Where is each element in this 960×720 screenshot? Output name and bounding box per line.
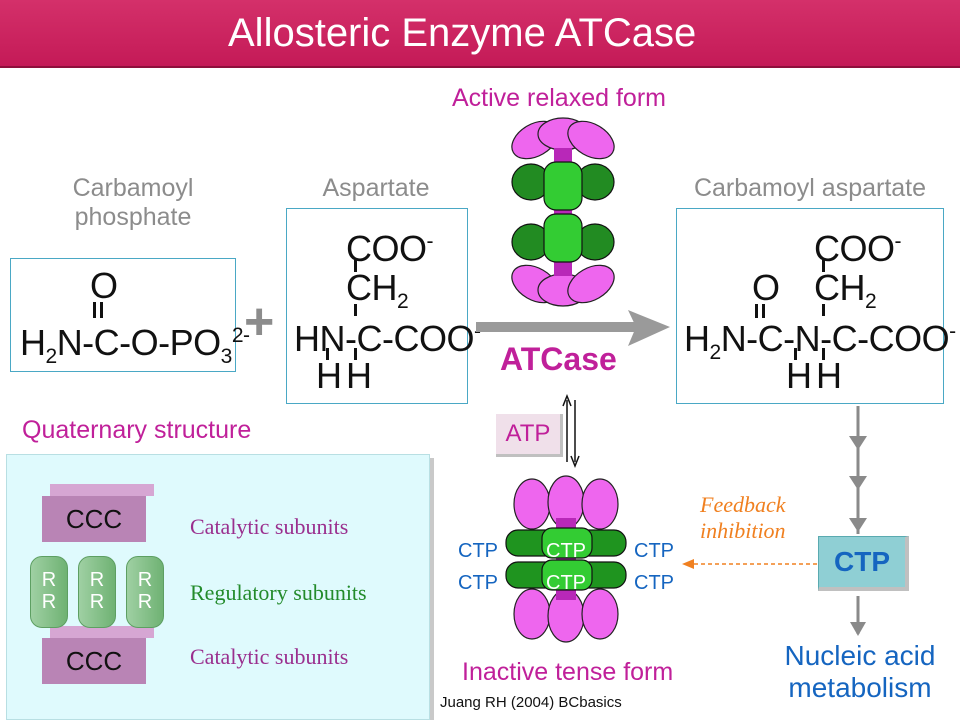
asp-main: HN-C-COO- xyxy=(294,318,481,359)
prod-bond xyxy=(822,348,825,360)
dashed-left-arrow-icon xyxy=(682,559,818,569)
cp-oxygen: O xyxy=(90,265,118,306)
prod-bond xyxy=(822,260,825,272)
ctp-label: CTP xyxy=(634,540,674,562)
credit-text: Juang RH (2004) BCbasics xyxy=(440,694,622,711)
catalytic-subunit xyxy=(567,120,615,160)
prod-h1: H xyxy=(786,355,812,396)
regulatory-subunit xyxy=(541,527,593,559)
nucleic-acid-metabolism-label: Nucleic acid metabolism xyxy=(784,640,936,703)
active-form-label: Active relaxed form xyxy=(452,84,666,112)
inactive-enzyme-illustration xyxy=(505,475,627,643)
asp-h1: H xyxy=(316,355,342,396)
plus-sign: + xyxy=(244,293,275,351)
prod-double-bond xyxy=(755,304,758,318)
catalytic-subunit xyxy=(581,588,619,640)
down-arrow-icon xyxy=(850,596,866,636)
asp-bond xyxy=(326,348,329,360)
catalytic-subunit xyxy=(513,588,551,640)
active-enzyme-illustration xyxy=(511,117,615,307)
catalytic-block-top: CCC xyxy=(42,496,146,542)
quaternary-structure-label: Quaternary structure xyxy=(22,416,252,444)
carbamoyl-aspartate-box xyxy=(676,208,944,404)
catalytic-subunit xyxy=(567,264,615,304)
catalytic-subunits-label: Catalytic subunits xyxy=(190,514,349,539)
regulatory-subunit xyxy=(543,213,583,263)
cp-double-bond xyxy=(93,302,96,318)
cp-formula: H2N-C-O-PO32- xyxy=(20,322,250,369)
asp-coo: COO- xyxy=(346,228,434,269)
regulatory-subunit xyxy=(543,161,583,211)
feedback-inhibition-label: Feedback inhibition xyxy=(700,492,786,543)
catalytic-subunit xyxy=(513,478,551,530)
down-arrow-icon xyxy=(849,406,867,534)
prod-oxygen: O xyxy=(752,267,780,308)
catalytic-subunit xyxy=(581,478,619,530)
ctp-label: CTP xyxy=(458,540,498,562)
up-down-arrows-icon xyxy=(562,394,580,469)
asp-bond xyxy=(354,348,357,360)
ctp-label: CTP xyxy=(458,572,498,594)
ccc-block-top xyxy=(50,484,154,496)
atcase-label: ATCase xyxy=(500,341,617,377)
aspartate-label: Aspartate xyxy=(322,174,430,202)
ctp-bound-label: CTP xyxy=(546,540,586,562)
asp-h2: H xyxy=(346,355,372,396)
regulatory-subunits-label: Regulatory subunits xyxy=(190,580,367,605)
carbamoyl-phosphate-box xyxy=(10,258,236,372)
prod-main: H2N-C-N-C-COO- xyxy=(684,318,956,365)
prod-bond xyxy=(822,304,825,316)
prod-ch2: CH2 xyxy=(814,267,877,314)
page-title: Allosteric Enzyme ATCase xyxy=(228,11,697,55)
inactive-form-label: Inactive tense form xyxy=(462,658,674,686)
prod-h2: H xyxy=(816,355,842,396)
asp-bond xyxy=(354,260,357,272)
ccc-block-top xyxy=(50,626,154,638)
title-bar xyxy=(0,0,960,68)
carbamoyl-aspartate-label: Carbamoyl aspartate xyxy=(693,174,927,202)
prod-bond xyxy=(794,348,797,360)
aspartate-box xyxy=(286,208,468,404)
carbamoyl-phosphate-label: Carbamoyl phosphate xyxy=(72,174,194,231)
asp-ch2: CH2 xyxy=(346,267,409,314)
atp-box: ATP xyxy=(496,414,563,457)
ctp-label: CTP xyxy=(634,572,674,594)
ctp-box: CTP xyxy=(818,536,909,591)
ctp-bound-label: CTP xyxy=(546,572,586,594)
right-arrow-icon xyxy=(476,310,670,346)
catalytic-subunits-label: Catalytic subunits xyxy=(190,644,349,669)
prod-coo: COO- xyxy=(814,228,902,269)
regulatory-subunit xyxy=(541,559,593,591)
asp-bond xyxy=(354,304,357,316)
catalytic-block-bottom: CCC xyxy=(42,638,146,684)
